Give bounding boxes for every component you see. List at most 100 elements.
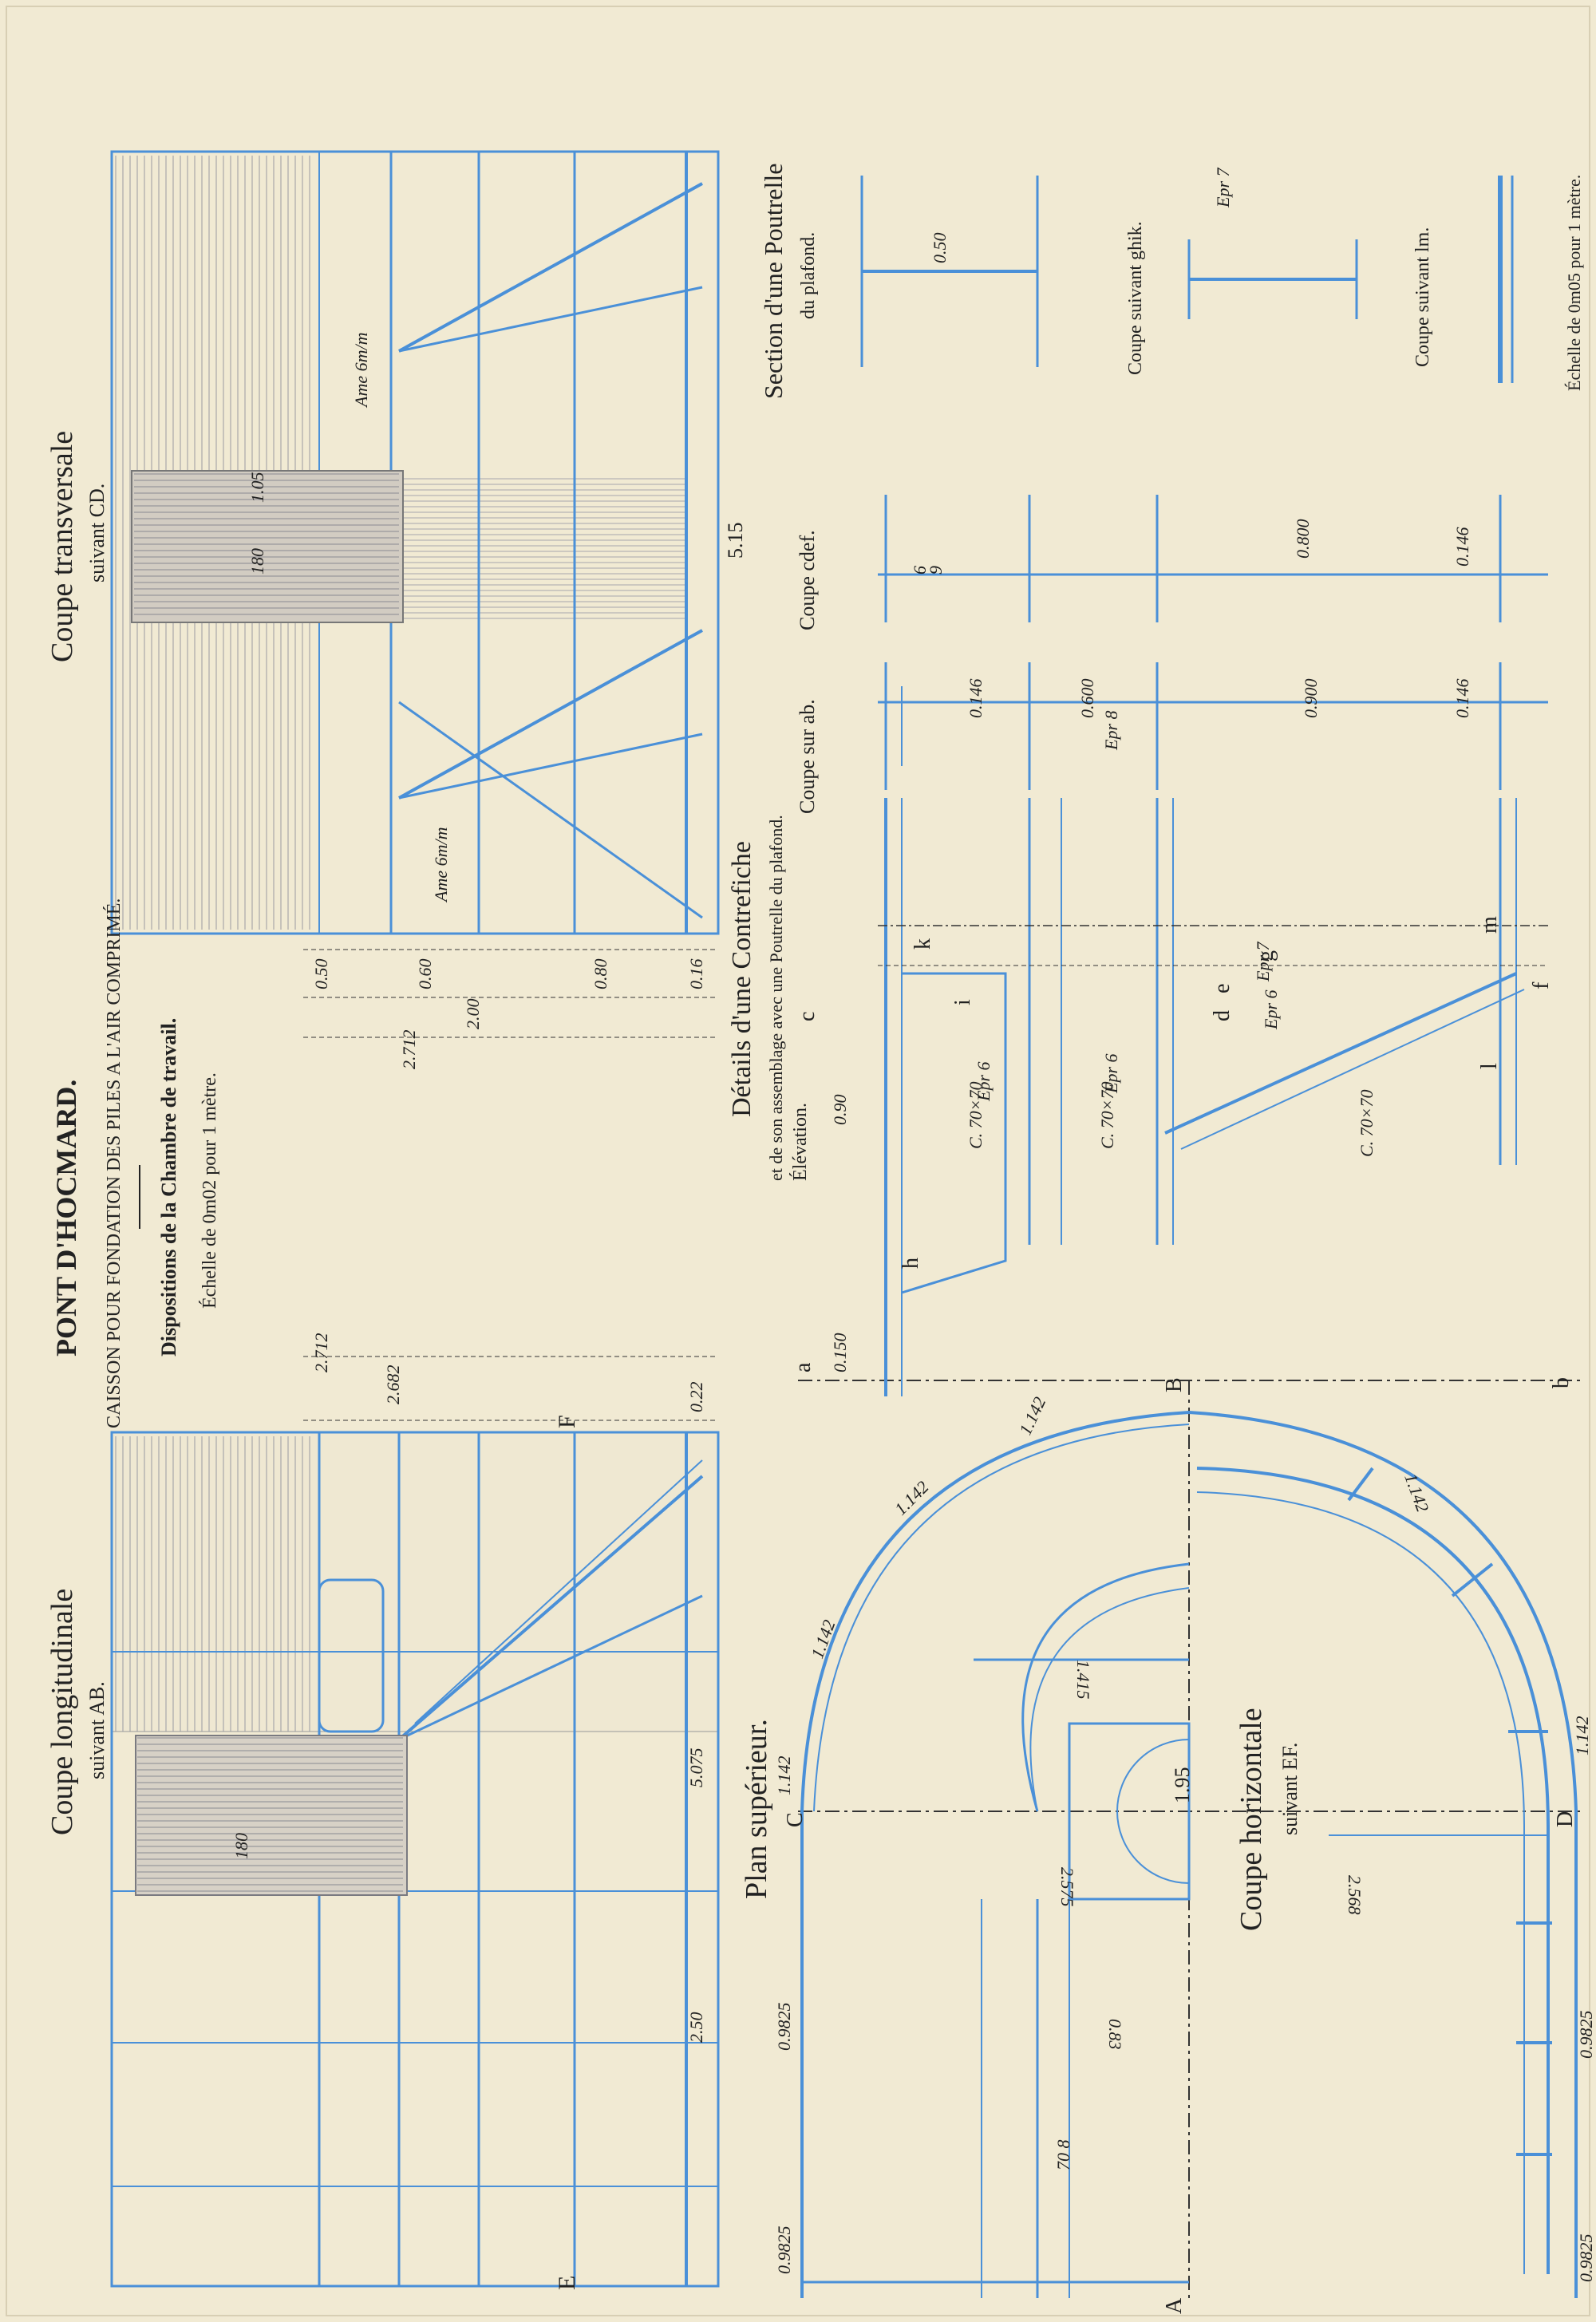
dim-1142-d: 1.142 [774,1756,794,1796]
details-contrefiche: Détails d'une Contrefiche et de son asse… [727,495,1574,1396]
ep7-a: Epr 7 [1253,942,1273,983]
plan-title: Plan supérieur. [740,1719,773,1899]
sub-title: Dispositions de la Chambre de travail. [157,1018,180,1356]
c7070-c: C. 70×70 [1357,1089,1377,1157]
long-title: Coupe longitudinale [45,1589,79,1835]
dim-2712-right: 2.712 [399,1030,419,1070]
dim-2682: 2.682 [383,1365,403,1405]
dim-708: 70 8 [1053,2140,1073,2171]
small-6: 6 [910,566,930,575]
ep6-b: Epr 6 [1101,1054,1121,1095]
sheet-border [6,6,1590,2316]
dim-1142-e: 1.142 [1400,1471,1432,1514]
coupe-transversale: Coupe transversale suivant CD. 180 1.05 … [45,150,747,1070]
trans-ame-a: Ame 6m/m [351,333,371,409]
dim-060: 0.60 [415,959,435,990]
long-frame [110,1431,720,2288]
dim-0146-c: 0.146 [1452,527,1472,567]
trans-dim-180: 180 [247,548,267,575]
coupe-lm-label: Coupe suivant lm. [1412,227,1433,367]
ep7-b: Epr 7 [1213,168,1233,209]
letter-c: c [795,1012,820,1021]
dim-1142-a: 1.142 [1015,1394,1050,1438]
long-dim-180: 180 [231,1833,251,1859]
dim-09825-d: 0.9825 [1576,2234,1596,2283]
letter-h: h [899,1258,923,1269]
long-subtitle: suivant AB. [85,1681,109,1779]
letter-a: a [791,1362,816,1372]
dim-022: 0.22 [686,1382,706,1413]
main-title: PONT D'HOCMARD. [50,1080,82,1356]
letter-g: g [1254,950,1278,962]
outer-arch [800,1410,1578,2298]
letter-b: b [1549,1377,1574,1388]
dim-200: 2.00 [463,999,483,1030]
dim-050-b: 0.50 [930,233,950,264]
plan-shaft [1068,1722,1191,1901]
dim-0800: 0.800 [1293,519,1313,559]
c7070-a: C. 70×70 [966,1081,986,1149]
letter-k: k [911,938,935,950]
dim-09825-c: 0.9825 [1576,2011,1596,2059]
dim-1415: 1.415 [1073,1660,1093,1700]
letter-C: C [783,1812,808,1827]
letter-i: i [950,999,975,1005]
scale-1: Échelle de 0m02 pour 1 mètre. [200,1072,220,1309]
coupe-ghik-label: Coupe suivant ghik. [1125,221,1146,375]
long-hatch-top [111,1432,719,1732]
trans-title: Coupe transversale [45,431,79,662]
section-subtitle: du plafond. [798,232,819,319]
dim-050: 0.50 [311,959,331,990]
dim-250: 2.50 [686,2012,706,2044]
dim-1142-f: 1.142 [1572,1716,1592,1756]
long-shaft [135,1735,408,1896]
letter-m: m [1477,916,1502,934]
letter-E: E [554,2276,580,2290]
letter-D: D [1553,1811,1578,1827]
trans-ame-b: Ame 6m/m [431,827,451,903]
letter-A: A [1162,2297,1187,2314]
letter-B: B [1162,1377,1187,1392]
dim-2568: 2.568 [1345,1875,1365,1915]
coupe-longitudinale: Coupe longitudinale suivant AB. 180 E F … [45,1333,720,2290]
dim-0146-a: 0.146 [966,679,986,719]
dim-0900: 0.900 [1301,679,1321,719]
dim-195: 1.95 [1171,1767,1194,1804]
dim-083: 0.83 [1105,2019,1125,2050]
dim-1142-b: 1.142 [891,1477,933,1519]
dim-0600: 0.600 [1077,679,1097,719]
letter-f: f [1529,981,1554,989]
letter-e: e [1210,984,1235,993]
title-block: PONT D'HOCMARD. CAISSON POUR FONDATION D… [50,898,220,1428]
section-title: Section d'une Poutrelle [759,164,788,399]
horiz-subtitle: suivant EF. [1278,1743,1302,1835]
section-poutrelle: Section d'une Poutrelle du plafond. 0.50… [759,164,1584,399]
letter-F: F [554,1415,580,1428]
details-title: Détails d'une Contrefiche [727,841,757,1117]
coupe-cdef-label: Coupe cdef. [796,530,819,630]
dim-0146-b: 0.146 [1452,679,1472,719]
dim-090: 0.90 [830,1095,850,1126]
dim-5075: 5.075 [686,1748,706,1788]
dim-09825-a: 0.9825 [774,2003,794,2051]
trans-dim-515: 5.15 [724,523,747,559]
dim-2575: 2.575 [1057,1867,1077,1907]
ep8: Epr 8 [1101,711,1121,752]
small-9: 9 [926,566,946,575]
dim-0150: 0.150 [830,1333,850,1373]
ep6-c: Epr 6 [1261,990,1281,1031]
ep6-a: Epr 6 [974,1062,994,1103]
elevation-label: Élévation. [790,1103,811,1181]
coupe-ab-label: Coupe sur ab. [796,699,819,814]
dim-09825-b: 0.9825 [774,2226,794,2275]
trans-frame [110,150,720,935]
scale-2: Échelle de 0m05 pour 1 mètre. [1564,175,1584,391]
trans-shaft [131,470,404,623]
trans-subtitle: suivant CD. [85,484,109,582]
horiz-title: Coupe horizontale [1235,1708,1268,1931]
c7070-b: C. 70×70 [1097,1081,1117,1149]
small-labels: 6 9 [910,566,946,575]
letter-d: d [1210,1010,1235,1021]
